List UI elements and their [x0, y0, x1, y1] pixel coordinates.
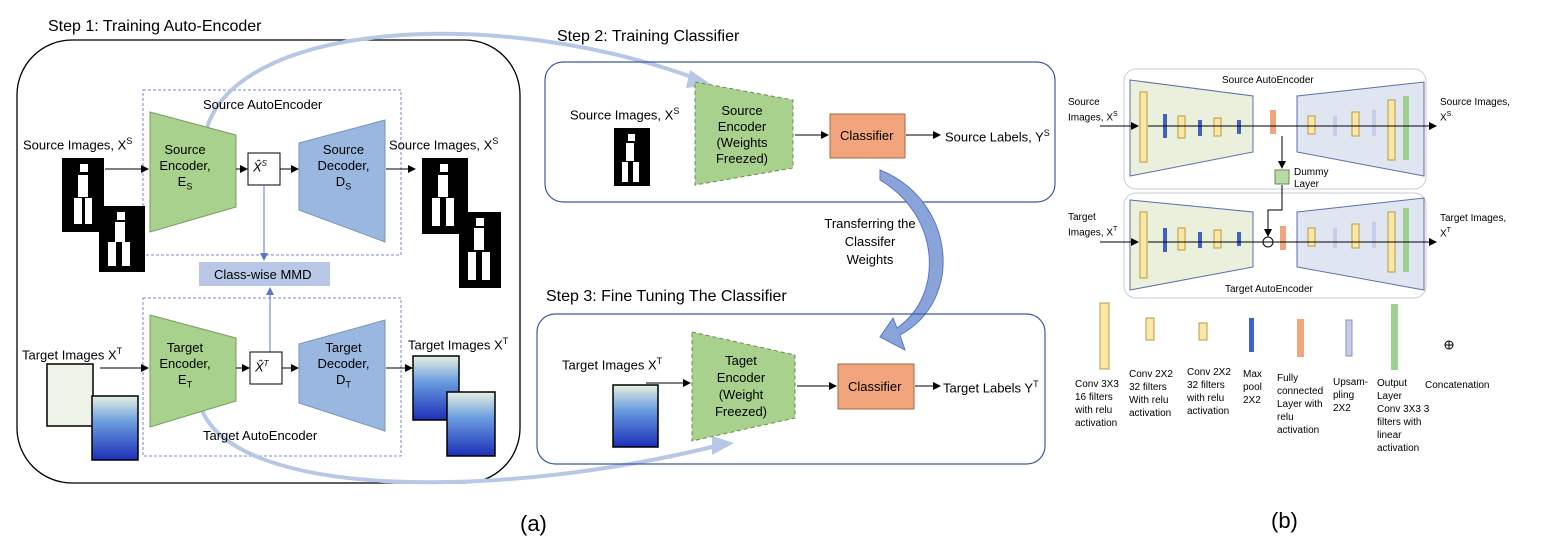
target-decoder-shape: [298, 319, 386, 432]
b-target-out-label: Target Images,XT: [1440, 213, 1507, 240]
source-autoencoder-label: Source AutoEncoder: [203, 97, 323, 112]
s2-source-images-label: Source Images, XS: [570, 106, 680, 123]
source-ae-box: [142, 89, 402, 256]
mmd-box: [199, 262, 330, 286]
source-silhouette-images-in: [62, 158, 145, 272]
target-scatter-images-in: [46, 363, 139, 461]
s3-labels-label: Target Labels YT: [943, 379, 1039, 396]
source-latent-box: [247, 152, 281, 186]
s3-target-thumb: [612, 384, 659, 448]
target-latent-label: X̂T: [255, 359, 269, 375]
b-source-ae-container: [1123, 68, 1427, 190]
b-legend-7: Concatenation: [1425, 380, 1490, 391]
b-legend-glyphs: [1099, 302, 1454, 370]
s2-source-encoder-shape: [694, 81, 794, 186]
target-encoder-shape: [149, 314, 237, 428]
target-images-out-label: Target Images XT: [408, 336, 509, 353]
b-source-out-label: Source Images,XS.: [1440, 97, 1511, 124]
b-source-layers: [1100, 91, 1437, 163]
step2-title: Step 2: Training Classifier: [557, 28, 740, 45]
source-decoder-shape: [298, 119, 386, 243]
b-source-ae-label: Source AutoEncoder: [1222, 75, 1314, 86]
s3-target-images-label: Target Images XT: [562, 356, 663, 373]
source-encoder-shape: [149, 111, 237, 233]
transfer-weights-arrow: [879, 169, 944, 352]
s2-classifier-shape: [829, 113, 906, 159]
step3-container: [536, 313, 1046, 465]
step2-container: [544, 61, 1056, 203]
s3-target-encoder-shape: [691, 331, 796, 442]
s3-classifier-shape: [837, 363, 915, 410]
source-images-out-label: Source Images, XS: [389, 136, 499, 153]
b-dummy-layer-shape: [1274, 169, 1290, 185]
target-ae-box: [142, 297, 402, 457]
s2-classifier-label: Classifier: [840, 128, 894, 143]
target-images-in-label: Target Images XT: [22, 346, 123, 363]
b-target-ae-container: [1123, 192, 1427, 299]
step1-title: Step 1: Training Auto-Encoder: [48, 18, 262, 35]
caption-b: (b): [1271, 508, 1298, 533]
source-images-in-label: Source Images, XS: [23, 136, 133, 153]
b-target-layers: [1100, 208, 1437, 279]
source-silhouette-images-out: [422, 158, 501, 288]
encoder-transfer-curve-top: [203, 31, 701, 136]
target-scatter-images-out: [412, 355, 496, 457]
b-target-ae-label: Target AutoEncoder: [1225, 284, 1313, 295]
s3-classifier-label: Classifier: [848, 379, 902, 394]
s2-labels-label: Source Labels, YS: [945, 128, 1050, 145]
step1-container: [16, 39, 521, 484]
step3-title: Step 3: Fine Tuning The Classifier: [546, 288, 787, 305]
mmd-label: Class-wise MMD: [214, 267, 312, 282]
encoder-transfer-curve-bottom: [198, 404, 721, 485]
target-autoencoder-label: Target AutoEncoder: [203, 428, 318, 443]
source-latent-label: X̂S: [253, 159, 268, 175]
caption-a: (a): [520, 511, 547, 536]
